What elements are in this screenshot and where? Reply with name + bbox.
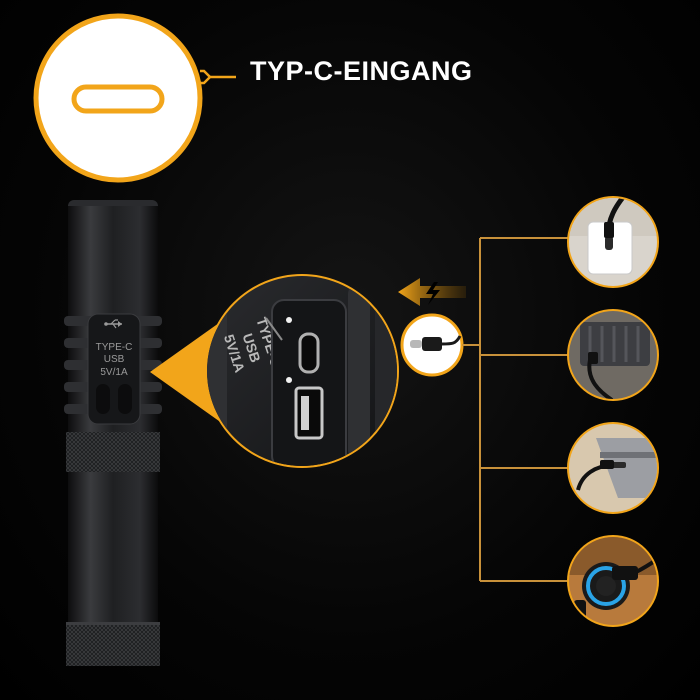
zoom-callout: TYPE-C USB 5V/1A [150,274,399,468]
flashlight-label-line3: 5V/1A [100,367,128,378]
knurled-grip [66,432,160,472]
usb-symbol-icon [104,319,122,329]
connector-lines [462,237,569,582]
flashlight-label-line1: TYPE-C [96,342,133,353]
chevron-right-icon [200,69,212,85]
flashlight-label-line2: USB [104,354,125,365]
source-wall-adapter [567,196,659,288]
typec-port-callout [33,13,236,183]
charging-direction [398,278,466,377]
usb-c-socket [298,332,320,374]
source-power-bank [567,309,659,401]
page-title: TYP-C-EINGANG [250,56,473,86]
source-laptop [567,422,659,514]
usb-c-port-icon [71,84,165,114]
flashlight: TYPE-C USB 5V/1A [64,200,162,666]
zoom-pointer [150,318,226,426]
lightning-icon [426,282,440,305]
usb-c-cable-icon [410,335,462,351]
source-car-charger [567,535,659,627]
